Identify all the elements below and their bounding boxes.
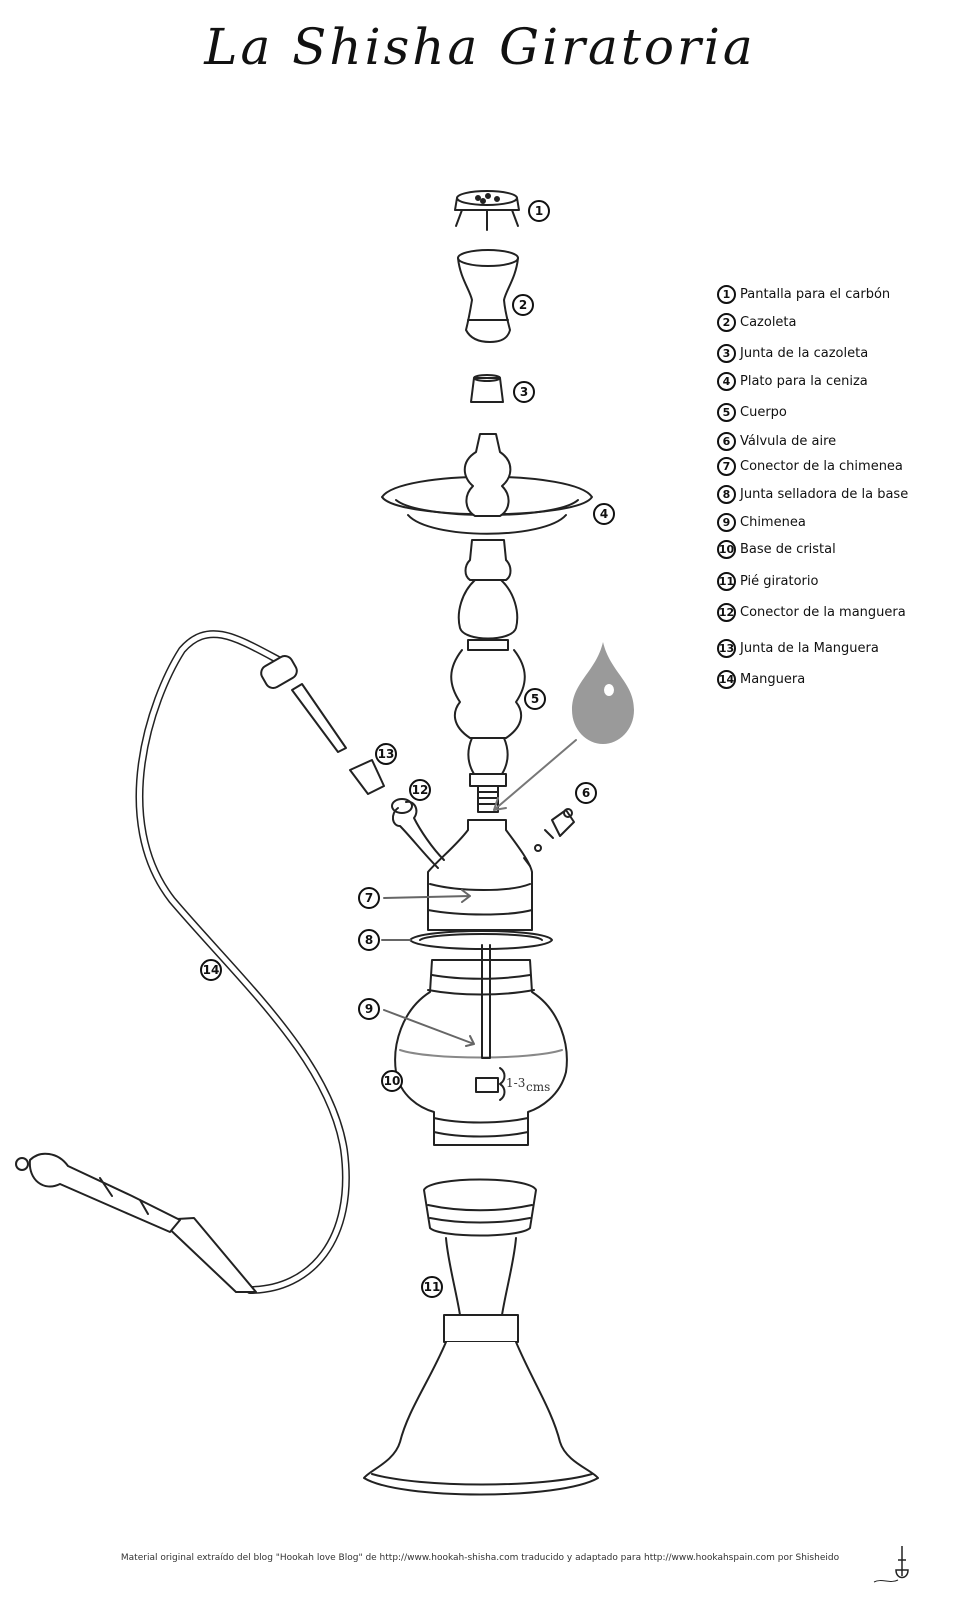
legend-item-1: 1 Pantalla para el carbón	[717, 285, 890, 304]
callout-number: 12	[412, 783, 429, 797]
legend-number-badge: 5	[717, 403, 736, 422]
legend-number-badge: 13	[717, 639, 736, 658]
legend-item-2: 2 Cazoleta	[717, 313, 797, 332]
legend-label: Chimenea	[740, 515, 806, 530]
callout-number: 11	[424, 1280, 441, 1294]
legend-item-4: 4 Plato para la ceniza	[717, 372, 868, 391]
water-level-unit: cms	[526, 1080, 550, 1094]
legend-item-7: 7 Conector de la chimenea	[717, 457, 903, 476]
legend-label: Pantalla para el carbón	[740, 287, 891, 302]
callout-1: 1	[528, 200, 550, 222]
callout-number: 7	[365, 891, 373, 905]
legend-item-6: 6 Válvula de aire	[717, 432, 836, 451]
legend-number-badge: 7	[717, 457, 736, 476]
legend-item-3: 3 Junta de la cazoleta	[717, 344, 868, 363]
hose-part	[15, 630, 350, 1294]
base-gasket-part	[409, 930, 553, 950]
legend-number-badge: 14	[717, 670, 736, 689]
legend-label: Conector de la chimenea	[740, 459, 903, 474]
callout-number: 1	[535, 204, 543, 218]
diagram-title: La Shisha Giratoria	[204, 18, 756, 76]
legend-label: Válvula de aire	[740, 434, 837, 449]
legend-number-badge: 2	[717, 313, 736, 332]
callout-number: 6	[582, 786, 590, 800]
legend-label: Junta selladora de la base	[740, 487, 909, 502]
callout-4: 4	[593, 503, 615, 525]
callout-number: 10	[384, 1074, 401, 1088]
legend-label: Cazoleta	[740, 315, 797, 330]
legend-item-14: 14 Manguera	[717, 670, 805, 689]
drop-arrowhead	[493, 797, 507, 811]
legend-item-12: 12 Conector de la manguera	[717, 603, 906, 622]
callout-number: 14	[203, 963, 220, 977]
legend-label: Manguera	[740, 672, 806, 687]
legend-item-9: 9 Chimenea	[717, 513, 806, 532]
callout-number: 13	[378, 747, 395, 761]
legend-label: Base de cristal	[740, 542, 836, 557]
air-valve-part	[523, 808, 575, 867]
legend-number-badge: 4	[717, 372, 736, 391]
legend-item-5: 5 Cuerpo	[717, 403, 787, 422]
callout-number: 5	[531, 692, 539, 706]
legend-number-badge: 3	[717, 344, 736, 363]
legend-number-badge: 1	[717, 285, 736, 304]
callout-10: 10	[381, 1070, 403, 1092]
callout-13: 13	[375, 743, 397, 765]
water-drop-icon	[572, 642, 634, 744]
hose-grommet-part	[349, 759, 385, 795]
callout-3: 3	[513, 381, 535, 403]
legend-label: Cuerpo	[740, 405, 787, 420]
callout-number: 9	[365, 1002, 373, 1016]
bowl-part	[457, 249, 519, 343]
hose-port-part	[391, 798, 445, 869]
leader-7	[383, 889, 471, 903]
legend-number-badge: 12	[717, 603, 736, 622]
legend-label: Conector de la manguera	[740, 605, 906, 620]
callout-14: 14	[200, 959, 222, 981]
callout-number: 2	[519, 298, 527, 312]
legend-number-badge: 6	[717, 432, 736, 451]
legend-number-badge: 9	[717, 513, 736, 532]
callout-6: 6	[575, 782, 597, 804]
callout-9: 9	[358, 998, 380, 1020]
swivel-stand-part	[363, 1178, 599, 1496]
callout-12: 12	[409, 779, 431, 801]
legend-item-11: 11 Pié giratorio	[717, 572, 818, 591]
water-level-value: 1-3	[506, 1076, 525, 1090]
callout-number: 8	[365, 933, 373, 947]
bowl-grommet-part	[470, 374, 504, 403]
callout-number: 4	[600, 507, 608, 521]
callout-8: 8	[358, 929, 380, 951]
legend-item-13: 13 Junta de la Manguera	[717, 639, 879, 658]
legend-number-badge: 10	[717, 540, 736, 559]
callout-11: 11	[421, 1276, 443, 1298]
legend-label: Junta de la Manguera	[740, 641, 879, 656]
coal-screen-part	[454, 190, 520, 231]
leader-9	[383, 1009, 475, 1047]
legend-number-badge: 8	[717, 485, 736, 504]
glass-base-part	[394, 944, 568, 1146]
callout-2: 2	[512, 294, 534, 316]
legend-number-badge: 11	[717, 572, 736, 591]
body-stem-part	[450, 433, 526, 813]
callout-5: 5	[524, 688, 546, 710]
legend-item-10: 10 Base de cristal	[717, 540, 836, 559]
credit-footer: Material original extraído del blog "Hoo…	[120, 1553, 840, 1563]
callout-7: 7	[358, 887, 380, 909]
signature-logo	[873, 1546, 909, 1583]
drop-arrow	[493, 739, 577, 811]
callout-number: 3	[520, 385, 528, 399]
drop-highlight	[604, 684, 614, 696]
legend-label: Plato para la ceniza	[740, 374, 868, 389]
legend-label: Pié giratorio	[740, 574, 819, 589]
legend-label: Junta de la cazoleta	[740, 346, 869, 361]
downstem-connector-part	[427, 819, 533, 946]
legend-item-8: 8 Junta selladora de la base	[717, 485, 908, 504]
